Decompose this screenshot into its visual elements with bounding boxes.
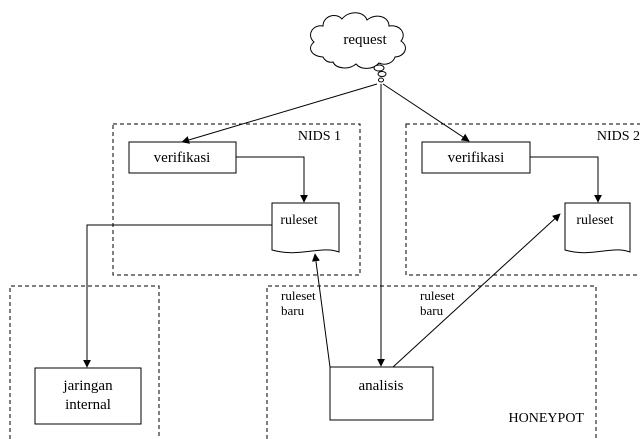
- ruleset-label-2: ruleset: [576, 213, 613, 228]
- edge-request-to-verifikasi-2: [382, 83, 470, 142]
- nids2-label: NIDS 2: [597, 129, 640, 144]
- ruleset-baru-label-1-line2: baru: [281, 303, 305, 318]
- analisis-box: [329, 366, 434, 421]
- jaringan-internal-box: [34, 367, 142, 425]
- ruleset-doc-2: [564, 202, 631, 254]
- jaringan-internal-label-line1: jaringan: [62, 378, 113, 394]
- verifikasi-box-1: [128, 141, 237, 174]
- internal-network-group: [9, 285, 160, 439]
- honeypot-group: [266, 285, 597, 439]
- honeypot-label: HONEYPOT: [509, 411, 585, 426]
- ruleset-label-1: ruleset: [280, 213, 317, 228]
- jaringan-internal-label-line2: internal: [65, 397, 111, 413]
- ruleset-baru-label-2-line1: ruleset: [420, 288, 455, 303]
- request-cloud: request: [310, 12, 406, 83]
- edge-ruleset-1-to-jaringan-internal: [83, 224, 272, 368]
- analisis-label: analisis: [359, 378, 404, 394]
- edge-analisis-to-ruleset-1: [311, 253, 331, 368]
- nids1-group: [112, 123, 361, 276]
- ruleset-baru-label-2-line2: baru: [420, 303, 444, 318]
- request-label: request: [343, 32, 387, 48]
- verifikasi-label-1: verifikasi: [154, 150, 211, 166]
- nids1-label: NIDS 1: [298, 129, 341, 144]
- nids2-group: [405, 123, 640, 276]
- edge-analisis-to-ruleset-2: [392, 213, 561, 368]
- verifikasi-box-2: [421, 141, 531, 174]
- verifikasi-label-2: verifikasi: [448, 150, 505, 166]
- ruleset-baru-label-1-line1: ruleset: [281, 288, 316, 303]
- edge-verifikasi-2-to-ruleset-2: [530, 156, 602, 203]
- ruleset-doc-1: [271, 202, 340, 254]
- edge-request-to-verifikasi-1: [181, 83, 378, 144]
- edge-verifikasi-1-to-ruleset-1: [236, 156, 308, 203]
